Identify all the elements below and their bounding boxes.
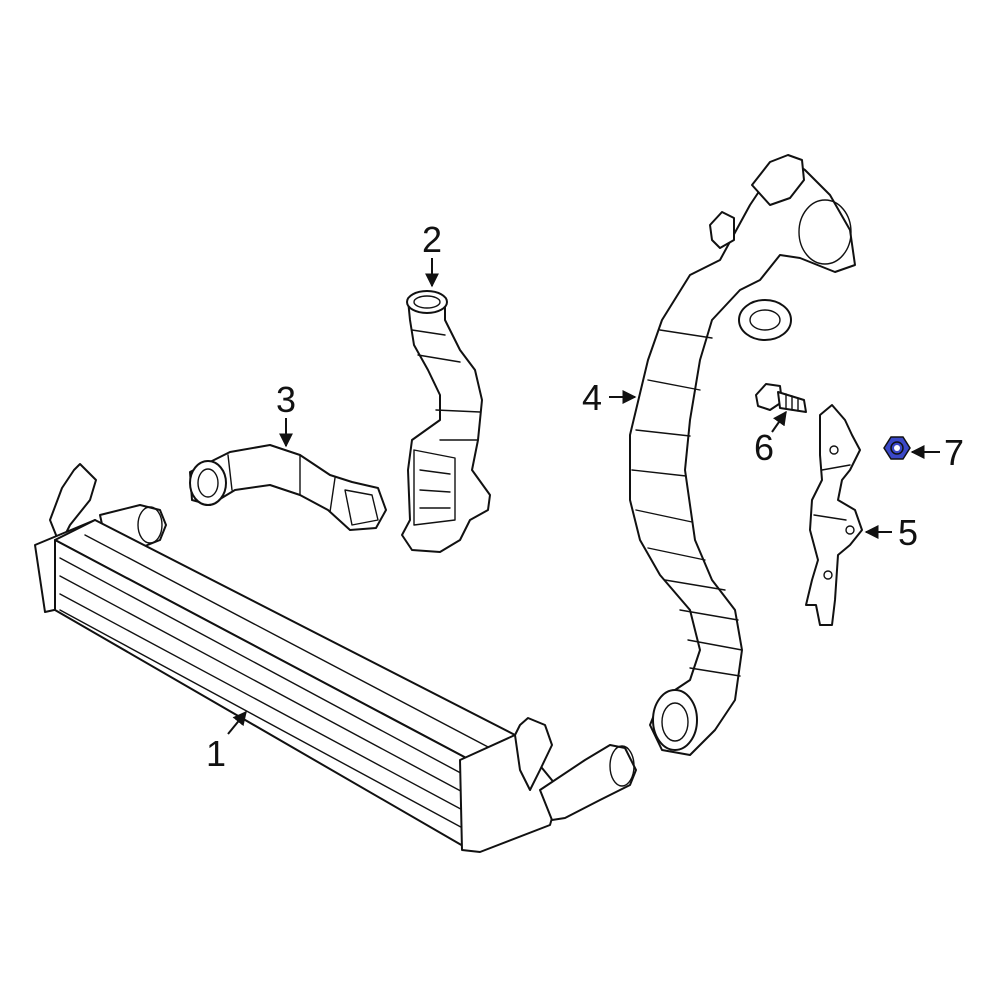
leader-lines (227, 258, 940, 735)
callout-5: 5 (898, 512, 918, 553)
nut-part-7[interactable] (883, 436, 911, 460)
bolt-part-6[interactable] (755, 383, 807, 413)
callout-labels: 1 2 3 4 5 6 7 (206, 219, 964, 774)
callout-1: 1 (206, 733, 226, 774)
hose-part-2[interactable] (401, 290, 491, 553)
callout-6: 6 (754, 427, 774, 468)
callout-2: 2 (422, 219, 442, 260)
callout-7: 7 (944, 432, 964, 473)
hose-part-3[interactable] (189, 444, 387, 531)
charge-pipe-part-4[interactable] (629, 154, 856, 756)
bracket-part-5[interactable] (805, 404, 863, 626)
leader-6 (771, 410, 787, 433)
callout-4: 4 (582, 377, 602, 418)
intercooler-part-1[interactable] (34, 463, 637, 853)
callout-3: 3 (276, 379, 296, 420)
leader-1 (227, 710, 247, 735)
